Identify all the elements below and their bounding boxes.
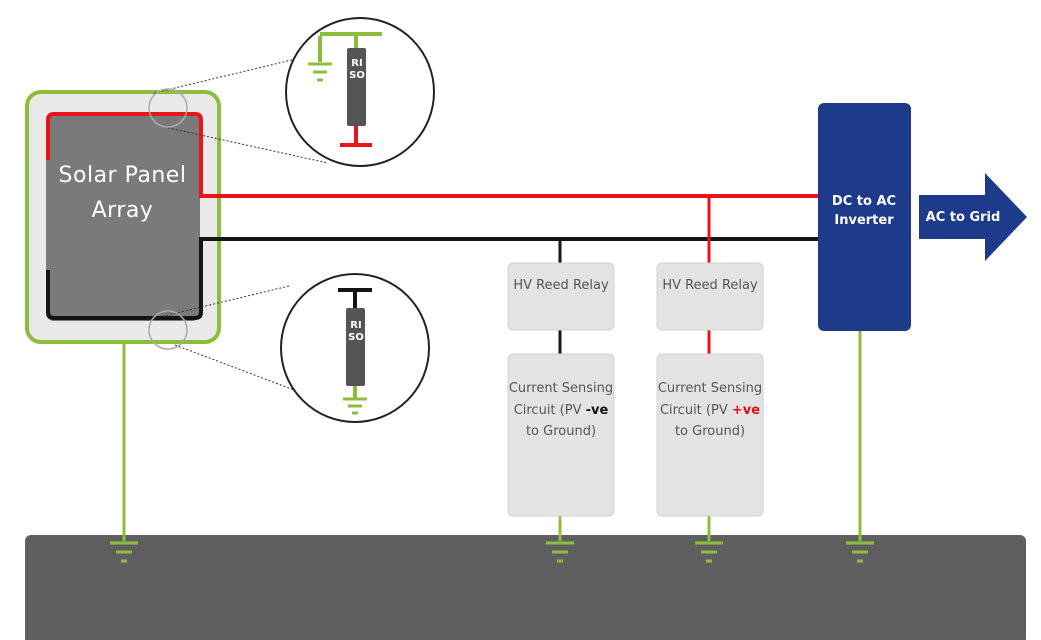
negative-dc-line bbox=[46, 237, 818, 320]
callout-line bbox=[146, 285, 290, 321]
relay-2-label: HV Reed Relay bbox=[662, 278, 758, 293]
riso-top-resistor bbox=[347, 48, 366, 126]
riso-bottom-resistor bbox=[346, 308, 365, 386]
callout-line bbox=[174, 344, 319, 400]
inverter-box bbox=[818, 103, 911, 331]
zoom-source-circle-bottom bbox=[148, 310, 188, 350]
solar-panel-body bbox=[46, 114, 200, 321]
ground-plane bbox=[25, 535, 1026, 640]
ground-icon bbox=[846, 541, 874, 563]
current-sensing-box-2 bbox=[656, 353, 764, 517]
cs2-prefix: Current Sensing Circuit (PV bbox=[657, 381, 763, 418]
inverter-label: DC to AC Inverter bbox=[831, 194, 897, 228]
solar-panel-label: Solar Panel Array bbox=[58, 163, 187, 223]
riso-bottom-label: RISO bbox=[348, 320, 364, 343]
riso-bottom-schematic bbox=[338, 288, 372, 415]
cs2-suffix: to Ground) bbox=[674, 424, 746, 439]
cs1-polarity: -ve bbox=[585, 402, 609, 418]
ground-icon bbox=[308, 62, 332, 82]
current-sensing-1-label: Current Sensing Circuit (PV -ve to Groun… bbox=[508, 378, 614, 443]
relay-box-1 bbox=[507, 262, 615, 331]
current-sensing-2-label: Current Sensing Circuit (PV +ve to Groun… bbox=[657, 378, 763, 443]
ground-icon bbox=[110, 541, 138, 563]
ac-grid-arrow bbox=[919, 173, 1027, 261]
ground-icon bbox=[546, 541, 574, 563]
zoom-source-circle-top bbox=[148, 88, 188, 128]
callout-line bbox=[153, 56, 305, 94]
cs1-prefix: Current Sensing Circuit (PV bbox=[508, 381, 614, 418]
ground-icon bbox=[343, 397, 367, 415]
ac-grid-label: AC to Grid bbox=[925, 210, 1001, 225]
cs1-suffix: to Ground) bbox=[525, 424, 597, 439]
relay-1-label: HV Reed Relay bbox=[513, 278, 609, 293]
ground-icon bbox=[695, 541, 723, 563]
ground-symbols bbox=[110, 541, 874, 563]
current-sensing-box-1 bbox=[507, 353, 615, 517]
riso-top-schematic bbox=[308, 32, 382, 147]
cs2-polarity: +ve bbox=[731, 402, 761, 418]
riso-top-label: RISO bbox=[349, 58, 365, 81]
positive-dc-line bbox=[46, 112, 818, 198]
relay-box-2 bbox=[656, 262, 764, 331]
